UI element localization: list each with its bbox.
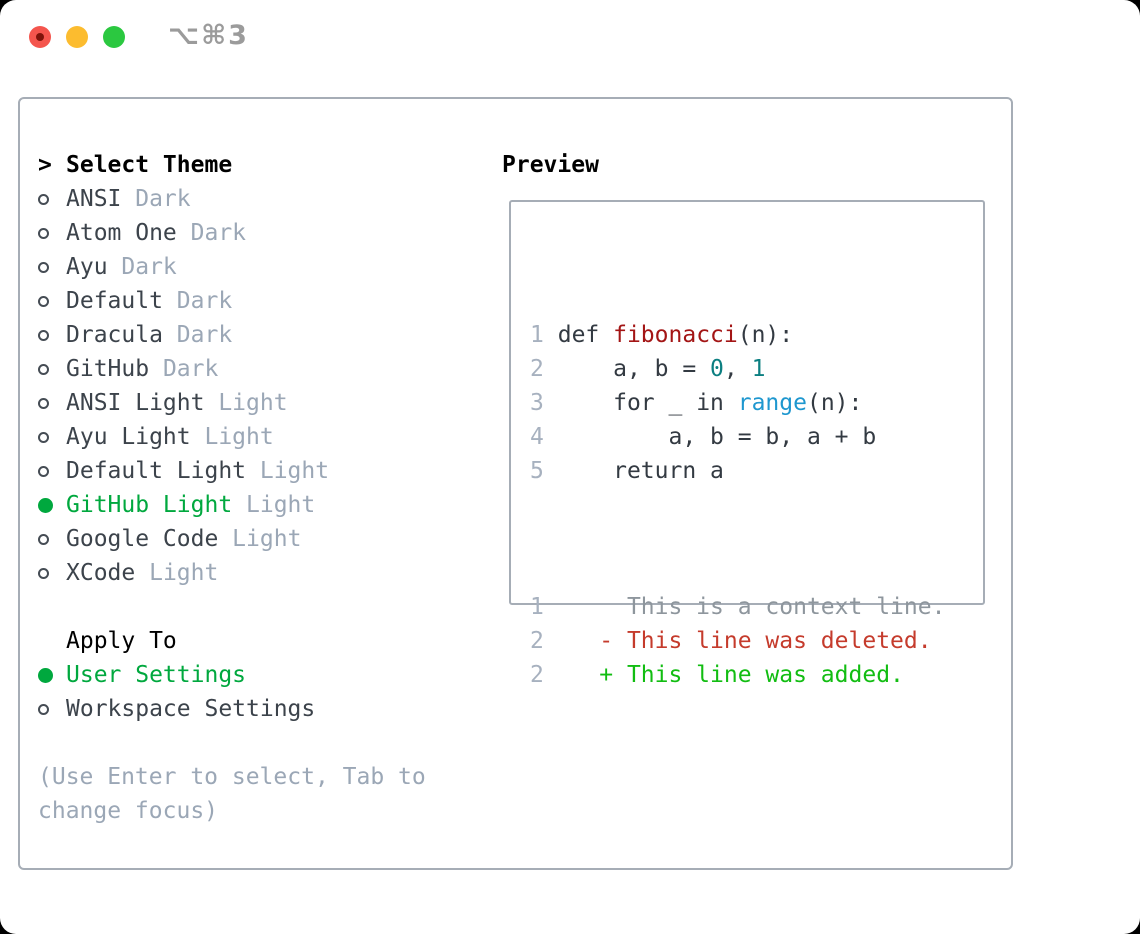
radio-selected-icon: [38, 667, 53, 683]
radio-unselected-icon: [38, 567, 49, 579]
window-shortcut-label: ⌥⌘3: [168, 20, 249, 51]
radio-unselected-icon: [38, 533, 49, 545]
theme-option[interactable]: ANSI Dark: [38, 182, 426, 216]
code-line: 3 for _ in range(n):: [530, 390, 863, 416]
radio-unselected-icon: [38, 465, 49, 477]
option-label: GitHub Light: [66, 492, 233, 518]
minimize-button[interactable]: [66, 26, 88, 48]
option-variant-label: Dark: [162, 288, 233, 314]
option-label: Atom One: [66, 220, 177, 246]
radio-unselected-icon: [38, 227, 49, 239]
preview-title: Preview: [502, 152, 599, 178]
line-number: 1: [530, 322, 544, 348]
apply-to-title: Apply To: [66, 628, 177, 654]
theme-option[interactable]: Ayu Dark: [38, 250, 426, 284]
option-variant-label: Dark: [149, 356, 219, 382]
option-label: GitHub: [66, 356, 150, 382]
option-variant-label: Light: [246, 458, 330, 484]
help-text-line-2: change focus): [38, 798, 219, 824]
radio-unselected-icon: [38, 431, 49, 443]
line-number: 5: [530, 458, 544, 484]
diff-line-added: 2 + This line was added.: [530, 662, 904, 688]
line-number: 2: [530, 628, 544, 654]
radio-unselected-icon: [38, 261, 49, 273]
option-variant-label: Dark: [176, 220, 247, 246]
zoom-button[interactable]: [103, 26, 125, 48]
option-variant-label: Light: [218, 526, 302, 552]
diff-line-deleted: 2 - This line was deleted.: [530, 628, 932, 654]
code-line: 4 a, b = b, a + b: [530, 424, 877, 450]
select-theme-header: > Select Theme: [38, 148, 426, 182]
apply-option[interactable]: User Settings: [38, 658, 426, 692]
radio-unselected-icon: [38, 363, 49, 375]
title-bar: ⌥⌘3: [0, 0, 1140, 74]
radio-unselected-icon: [38, 397, 49, 409]
option-label: ANSI: [66, 186, 122, 212]
option-variant-label: Light: [190, 424, 274, 450]
theme-option[interactable]: Google Code Light: [38, 522, 426, 556]
diff-preview: 1 This is a context line. 2 - This line w…: [530, 590, 983, 692]
theme-option[interactable]: Default Dark: [38, 284, 426, 318]
theme-option[interactable]: GitHub Light Light: [38, 488, 426, 522]
edited-indicator-icon: [36, 33, 44, 41]
option-variant-label: Dark: [107, 254, 177, 280]
help-text-line-1: (Use Enter to select, Tab to: [38, 764, 426, 790]
radio-unselected-icon: [38, 193, 49, 205]
radio-unselected-icon: [38, 295, 49, 307]
line-number: 2: [530, 662, 544, 688]
option-label: Ayu: [66, 254, 108, 280]
option-label: Dracula: [66, 322, 163, 348]
theme-option[interactable]: Default Light Light: [38, 454, 426, 488]
option-variant-label: Light: [135, 560, 219, 586]
code-line: 1 def fibonacci(n):: [530, 322, 794, 348]
theme-option[interactable]: Dracula Dark: [38, 318, 426, 352]
radio-unselected-icon: [38, 703, 49, 715]
diff-line-context: 1 This is a context line.: [530, 594, 946, 620]
line-number: 3: [530, 390, 544, 416]
apply-to-header: Apply To: [38, 624, 426, 658]
code-preview: 1 def fibonacci(n): 2 a, b = 0, 1 3 for _ …: [530, 318, 983, 488]
preview-pane: 1 def fibonacci(n): 2 a, b = 0, 1 3 for _ …: [509, 200, 985, 688]
theme-option[interactable]: GitHub Dark: [38, 352, 426, 386]
option-label: Google Code: [66, 526, 219, 552]
option-label: Default Light: [66, 458, 247, 484]
option-label: User Settings: [66, 662, 247, 688]
option-label: Workspace Settings: [66, 696, 316, 722]
option-label: XCode: [66, 560, 136, 586]
option-variant-label: Dark: [121, 186, 191, 212]
focus-caret-icon: >: [38, 152, 52, 178]
option-variant-label: Light: [204, 390, 288, 416]
code-line: 5 return a: [530, 458, 724, 484]
apply-option[interactable]: Workspace Settings: [38, 692, 426, 726]
select-theme-title: Select Theme: [66, 152, 233, 178]
option-label: Ayu Light: [66, 424, 191, 450]
theme-option[interactable]: ANSI Light Light: [38, 386, 426, 420]
line-number: 4: [530, 424, 544, 450]
code-line: 2 a, b = 0, 1: [530, 356, 766, 382]
option-label: ANSI Light: [66, 390, 205, 416]
line-number: 1: [530, 594, 544, 620]
radio-unselected-icon: [38, 329, 49, 341]
option-variant-label: Light: [232, 492, 316, 518]
option-label: Default: [66, 288, 163, 314]
theme-option[interactable]: XCode Light: [38, 556, 426, 590]
close-button[interactable]: [29, 26, 51, 48]
line-number: 2: [530, 356, 544, 382]
option-variant-label: Dark: [162, 322, 233, 348]
theme-option[interactable]: Ayu Light Light: [38, 420, 426, 454]
radio-selected-icon: [38, 497, 53, 513]
theme-option[interactable]: Atom One Dark: [38, 216, 426, 250]
